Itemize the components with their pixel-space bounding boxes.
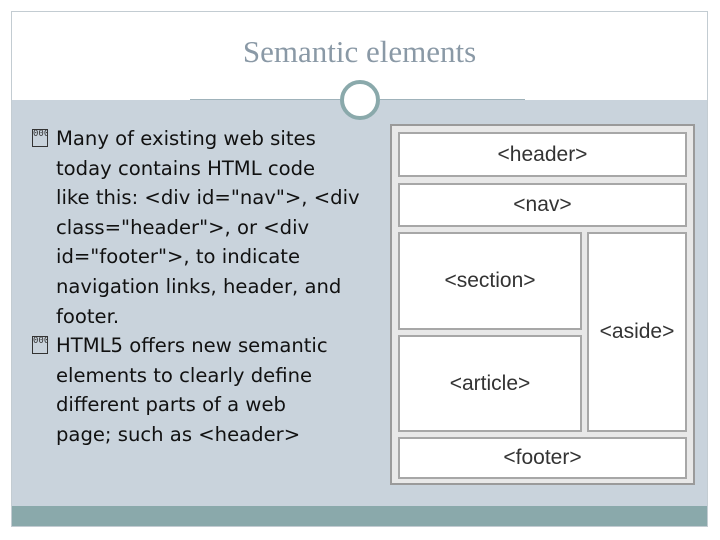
bullet-paragraph-1: 0001 Many of existing web sites today co…: [32, 124, 382, 331]
bullet-glyph-icon: 0001: [32, 336, 48, 355]
bullet-glyph-icon: 0001: [32, 129, 48, 147]
text-line: page; such as <header>: [56, 422, 301, 446]
text-line: elements to clearly define: [56, 363, 313, 387]
text-line: Many of existing web sites: [56, 127, 316, 150]
text-line: HTML5 offers new semantic: [56, 334, 328, 358]
header-box: <header>: [398, 132, 687, 177]
semantic-layout-diagram: <header> <nav> <section> <aside> <articl…: [390, 124, 695, 485]
article-box: <article>: [398, 335, 582, 432]
text-line: footer.: [56, 304, 120, 328]
body-text: 0001 Many of existing web sites today co…: [32, 124, 382, 450]
text-line: navigation links, header, and: [56, 274, 342, 298]
text-line: id="footer">, to indicate: [56, 245, 301, 269]
text-line: like this: <div id="nav">, <div: [56, 186, 360, 210]
nav-box: <nav>: [398, 183, 687, 227]
divider-circle-ornament: [340, 80, 380, 120]
section-box: <section>: [398, 232, 582, 330]
bullet-paragraph-2: 0001 HTML5 offers new semantic elements …: [32, 331, 382, 449]
text-line: different parts of a web: [56, 393, 286, 417]
title-divider-left: [190, 99, 340, 100]
text-line: today contains HTML code: [56, 156, 316, 180]
text-line: class="header">, or <div: [56, 215, 310, 239]
bottom-accent-bar: [12, 506, 707, 526]
footer-box: <footer>: [398, 437, 687, 479]
aside-box: <aside>: [587, 232, 687, 432]
title-divider-right: [380, 99, 525, 100]
slide-title: Semantic elements: [242, 34, 477, 69]
